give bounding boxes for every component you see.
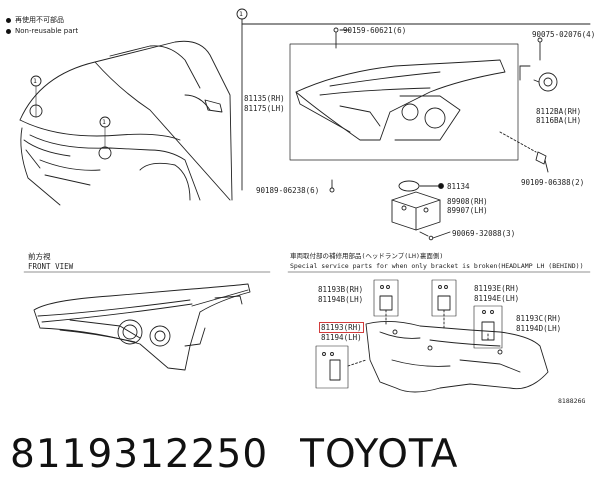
part-90189: 90189-06238(6) [256, 186, 320, 195]
legend-nonreusable-en: Non-reusable part [6, 27, 78, 36]
headlamp-assembly [295, 59, 506, 141]
legend-nonreusable-jp: 再使用不可部品 [6, 16, 64, 25]
socket-part [533, 72, 558, 92]
part-81135: 81135(RH) [244, 94, 285, 103]
callout-1-label: 1 [102, 118, 106, 126]
front-view-title-en: FRONT VIEW [28, 262, 74, 271]
ballast-module [391, 191, 441, 231]
special-service-title-en: Special service parts for when only brac… [290, 262, 584, 270]
callout-1-label: 1 [239, 10, 243, 18]
part-90159: 90159-60621(6) [343, 26, 407, 35]
part-8112BA: 8112BA(RH) [536, 107, 582, 116]
callout-1-label: 1 [33, 77, 37, 85]
part-81194E: 81194E(LH) [474, 294, 520, 303]
part-81175: 81175(LH) [244, 104, 285, 113]
part-90075: 90075-02076(4) [532, 30, 596, 39]
part-89908: 89908(RH) [447, 197, 488, 206]
part-89907: 89907(LH) [447, 206, 488, 215]
part-81194: 81194(LH) [321, 333, 362, 342]
part-81193B: 81193B(RH) [318, 285, 364, 294]
part-number: 8119312250 [10, 432, 269, 477]
front-view-headlamp [33, 283, 251, 371]
front-view-title-jp: 前方視 [28, 252, 51, 261]
part-81194D: 81194D(LH) [516, 324, 562, 333]
part-90069: 90069-32088(3) [452, 229, 516, 238]
part-81134: 81134 [447, 182, 470, 191]
special-service-title-jp: 車両取付部の補修用部品(ヘッドランプ(LH)裏面側) [290, 252, 444, 260]
part-81194B: 81194B(LH) [318, 295, 364, 304]
housing-back-outline [365, 321, 549, 393]
part-81193-highlighted: 81193(RH) [319, 322, 364, 333]
product-caption: 8119312250 TOYOTA [10, 432, 490, 477]
part-90109: 90109-06388(2) [521, 178, 585, 187]
callout-circle [98, 146, 112, 160]
drawing-id: 818826G [558, 397, 586, 405]
part-81193C: 81193C(RH) [516, 314, 562, 323]
part-81193E: 81193E(RH) [474, 284, 520, 293]
part-8116BA: 8116BA(LH) [536, 116, 582, 125]
bullet-icon [6, 28, 11, 34]
bullet-icon [6, 17, 11, 23]
brand-name: TOYOTA [300, 432, 459, 477]
car-front-illustration [19, 40, 233, 206]
